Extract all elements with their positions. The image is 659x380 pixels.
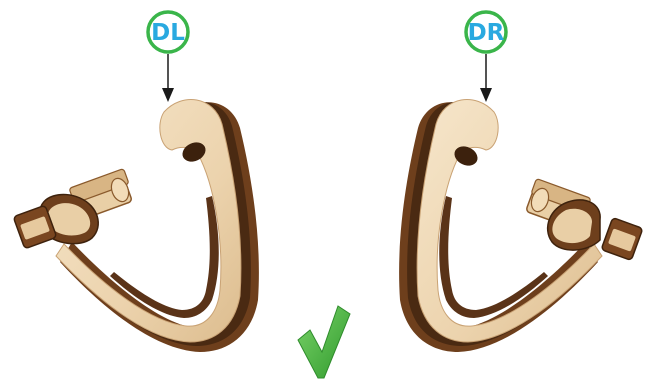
label-dr: DR bbox=[466, 12, 506, 52]
part-dl bbox=[13, 100, 259, 353]
arrow-down-icon bbox=[480, 54, 492, 102]
checkmark-icon bbox=[298, 306, 350, 378]
part-dl-axle bbox=[13, 169, 132, 249]
part-dr bbox=[399, 100, 643, 353]
label-dl-text: DL bbox=[151, 20, 185, 46]
label-dl: DL bbox=[148, 12, 188, 52]
label-dr-text: DR bbox=[468, 20, 505, 46]
part-dr-axle bbox=[526, 179, 643, 261]
arrow-down-icon bbox=[162, 54, 174, 102]
